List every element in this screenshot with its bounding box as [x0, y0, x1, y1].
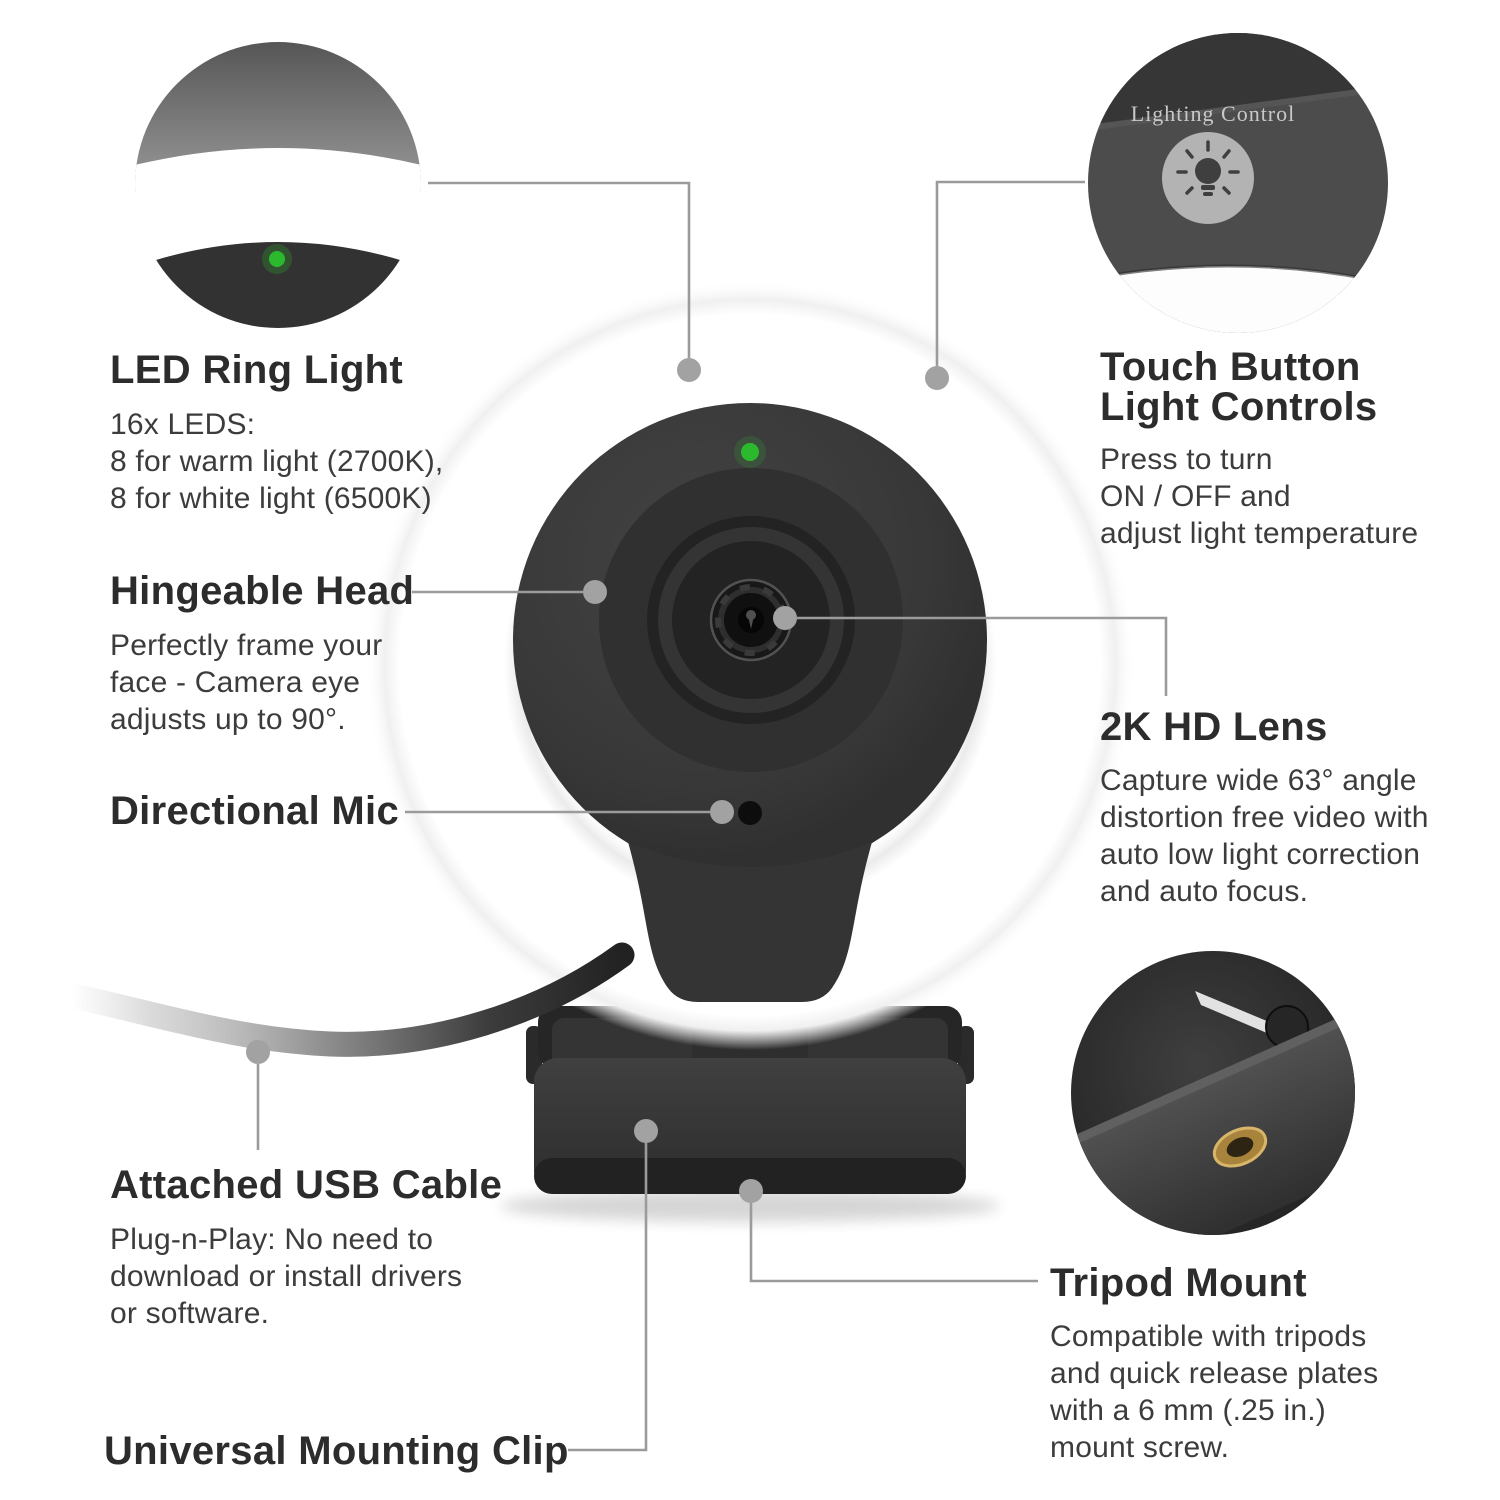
led-ring-light-body: 16x LEDS: 8 for warm light (2700K), 8 fo… — [110, 408, 444, 515]
green-led-dot — [269, 251, 285, 267]
touch-button-title: Touch Button Light Controls — [1100, 345, 1378, 429]
tripod-mount-body: Compatible with tripods and quick releas… — [1050, 1320, 1379, 1464]
power-led — [741, 443, 759, 461]
callout-hingeable-head: Hingeable Head Perfectly frame your face… — [110, 570, 540, 738]
inset-tripod-mount-closeup — [1071, 951, 1355, 1235]
led-ring-light-title: LED Ring Light — [110, 348, 404, 392]
inset-lighting-control-closeup — [1088, 33, 1388, 333]
callout-tripod-mount: Tripod Mount Compatible with tripods and… — [1050, 1262, 1480, 1466]
usb-cable — [59, 942, 635, 1057]
clip-underside-slab — [1071, 1003, 1355, 1235]
attached-usb-cable-body: Plug-n-Play: No need to download or inst… — [110, 1223, 463, 1330]
callout-led-ring-light: LED Ring Light 16x LEDS: 8 for warm ligh… — [110, 349, 540, 517]
2k-hd-lens-title: 2K HD Lens — [1100, 705, 1328, 749]
directional-mic-title: Directional Mic — [110, 789, 400, 833]
inset-ring-light-closeup — [135, 42, 421, 328]
lighting-control-label: Lighting Control — [1130, 101, 1296, 126]
leader-dots — [246, 358, 949, 1203]
camera-head — [513, 403, 987, 1002]
callout-directional-mic: Directional Mic — [110, 790, 540, 832]
callout-2k-hd-lens: 2K HD Lens Capture wide 63° angle distor… — [1100, 706, 1500, 910]
hingeable-head-title: Hingeable Head — [110, 569, 415, 613]
tripod-screw-socket — [1212, 1126, 1268, 1168]
mic-hole — [738, 801, 762, 825]
camera-lens — [599, 468, 903, 772]
2k-hd-lens-body: Capture wide 63° angle distortion free v… — [1100, 764, 1429, 908]
leader-2k-lens — [797, 616, 1168, 696]
touch-button-body: Press to turn ON / OFF and adjust light … — [1100, 443, 1419, 550]
clip-bottom-edge — [534, 1158, 966, 1194]
hingeable-head-body: Perfectly frame your face - Camera eye a… — [110, 629, 383, 736]
leader-mounting-clip — [568, 1143, 648, 1452]
tripod-mount-title: Tripod Mount — [1050, 1261, 1307, 1305]
callout-touch-button-light-controls: Touch Button Light Controls Press to tur… — [1100, 347, 1500, 552]
head-chin-tab — [628, 842, 872, 1002]
universal-mounting-clip-title: Universal Mounting Clip — [104, 1429, 569, 1473]
leader-tripod-mount — [749, 1203, 1038, 1283]
leader-led-ring-light — [428, 181, 691, 358]
callout-leader-lines — [256, 180, 1168, 1452]
callout-universal-mounting-clip: Universal Mounting Clip — [104, 1430, 624, 1472]
lightbulb-icon — [1176, 140, 1240, 196]
callout-attached-usb-cable: Attached USB Cable Plug-n-Play: No need … — [110, 1164, 560, 1332]
leader-touch-button — [935, 180, 1085, 366]
attached-usb-cable-title: Attached USB Cable — [110, 1163, 503, 1207]
